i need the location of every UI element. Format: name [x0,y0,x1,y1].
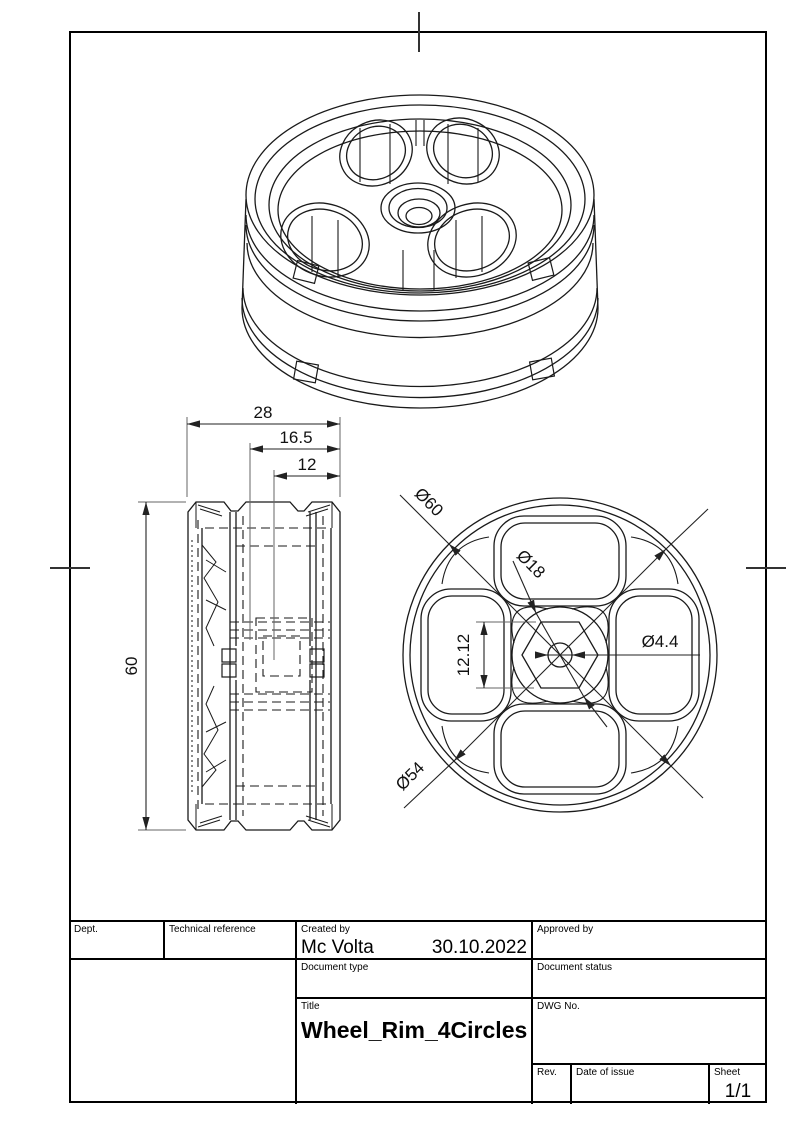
rev-cell: Rev. [533,1065,572,1104]
rim-clips [292,256,556,384]
document-status-label: Document status [537,962,613,973]
side-view-clips [221,648,325,678]
created-by-value: Mc Volta [301,937,374,958]
isometric-view [241,94,599,409]
date-of-issue-cell: Date of issue [572,1065,710,1104]
created-by-label: Created by [301,924,350,935]
date-of-issue-label: Date of issue [576,1067,635,1078]
technical-reference-label: Technical reference [169,924,256,935]
created-by-cell: Created by Mc Volta 30.10.2022 [297,922,533,960]
technical-reference-cell: Technical reference [165,922,297,960]
dim-front-hex: 12.12 [454,634,473,677]
dim-side-overall: 28 [254,403,273,422]
document-status-cell: Document status [533,960,766,999]
document-type-label: Document type [301,962,369,973]
dim-front-bore: Ø4.4 [642,632,679,651]
document-type-cell: Document type [297,960,533,999]
sheet-value: 1/1 [724,1081,752,1102]
dim-front-hub: Ø18 [513,546,549,582]
dwg-no-label: DWG No. [537,1001,580,1012]
approved-by-label: Approved by [537,924,594,935]
sheet-cell: Sheet 1/1 [710,1065,766,1104]
frame-center-ticks [50,12,786,569]
dim-front-outer: Ø60 [411,484,447,520]
title-cell: Title Wheel_Rim_4Circles [297,999,533,1104]
dept-label: Dept. [74,924,98,935]
created-date-value: 30.10.2022 [431,937,527,958]
dept-cell: Dept. [70,922,165,960]
dimension-lines [142,420,709,830]
dim-side-diameter: 60 [122,657,141,676]
dim-side-bed: 16.5 [279,428,312,447]
drawing-title: Wheel_Rim_4Circles [301,1017,528,1043]
dim-front-spoke-circle: Ø54 [392,758,428,794]
dwg-no-cell: DWG No. [533,999,766,1065]
title-block: Dept. Technical reference Created by Mc … [70,920,766,1104]
dim-side-inner: 12 [298,455,317,474]
approved-by-cell: Approved by [533,922,766,960]
title-label: Title [301,1001,320,1012]
empty-left-cell [70,960,297,1104]
rev-label: Rev. [537,1067,557,1078]
sheet-label: Sheet [714,1067,741,1078]
side-view [187,501,341,831]
